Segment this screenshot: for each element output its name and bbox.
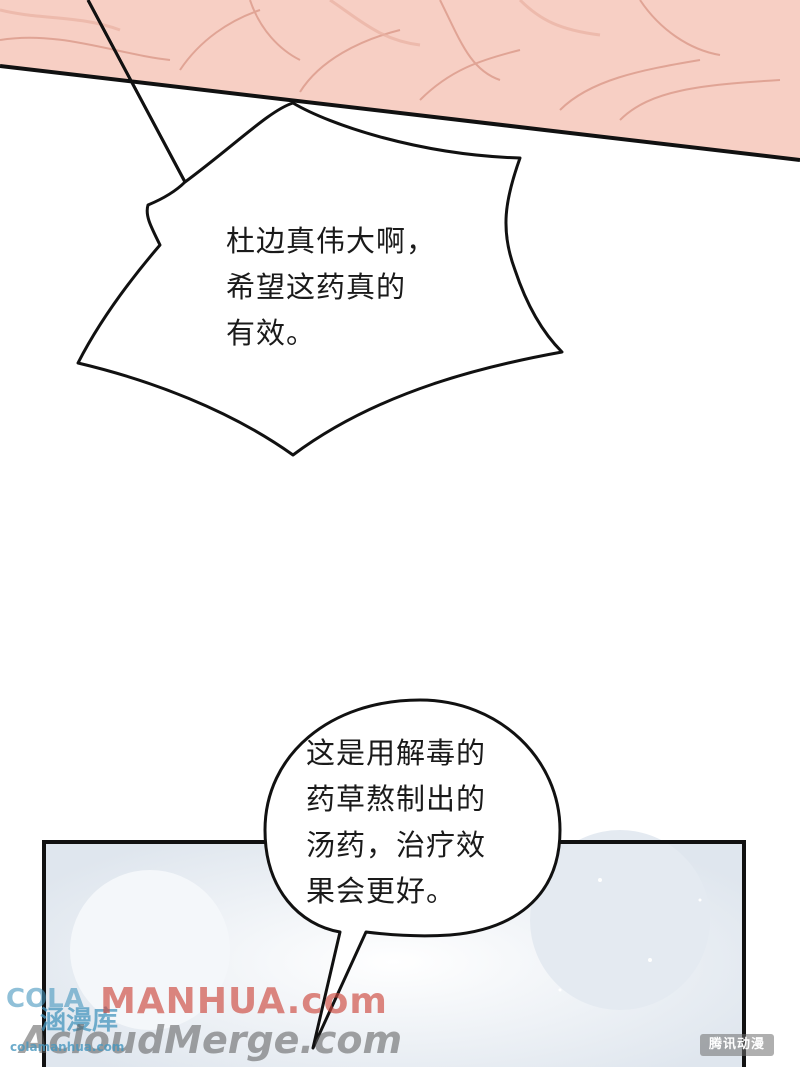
bottom-panel: [42, 830, 746, 1067]
bubble-2-text: 这是用解毒的 药草熬制出的 汤药，治疗效 果会更好。: [306, 736, 487, 908]
top-panel: [0, 0, 800, 162]
watermark-manhua: MANHUA.com: [100, 981, 388, 1022]
watermark-url: colamanhua.com: [10, 1040, 125, 1054]
speech-bubble-1: [76, 0, 564, 457]
bubble-1-text: 杜边真伟大啊， 希望这药真的 有效。: [226, 224, 437, 350]
watermark-cn: 涵漫库: [40, 1006, 119, 1036]
speech-bubble-2: [263, 698, 562, 1050]
watermark-stamp: 腾讯动漫: [700, 1034, 774, 1056]
watermark-logo: COLA: [6, 984, 84, 1014]
watermark-acloudmerge: AcloudMerge.com: [20, 1018, 403, 1062]
